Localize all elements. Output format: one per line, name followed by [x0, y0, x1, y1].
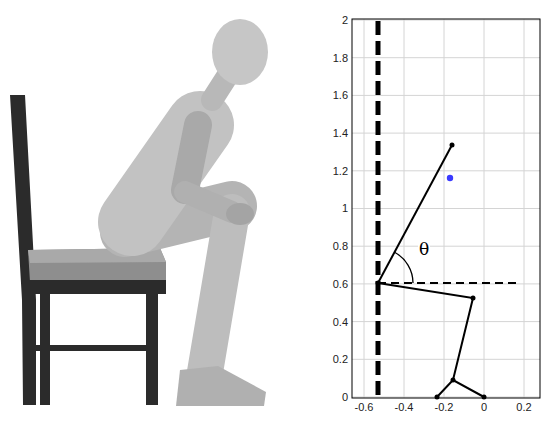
y-tick-label: 1 — [342, 202, 348, 214]
mannequin-foot — [176, 366, 266, 406]
x-tick-label: 0.2 — [516, 401, 531, 413]
y-tick-label: 0.4 — [333, 316, 348, 328]
stick-segment — [378, 145, 452, 283]
y-tick-label: 0.2 — [333, 353, 348, 365]
mannequin-hand — [226, 203, 254, 225]
y-tick-label: 1.2 — [333, 165, 348, 177]
grid-line — [352, 95, 540, 96]
grid-line — [444, 19, 445, 398]
x-tick-label: -0.4 — [395, 401, 414, 413]
y-tick-label: 2 — [342, 14, 348, 26]
y-tick-label: 1.6 — [333, 89, 348, 101]
angle-label: θ — [418, 240, 430, 259]
mannequin-head — [212, 19, 268, 85]
plot-frame — [352, 19, 540, 398]
x-tick-label: -0.6 — [355, 401, 374, 413]
joint-dot — [471, 296, 476, 301]
grid — [352, 19, 540, 398]
x-tick-label: -0.2 — [435, 401, 454, 413]
joint-dot — [435, 395, 440, 400]
x-tick-label: 0 — [481, 401, 487, 413]
grid-line — [364, 19, 365, 398]
grid-line — [524, 19, 525, 398]
grid-line — [352, 397, 540, 398]
center-of-mass-dot — [447, 175, 453, 181]
grid-line — [352, 20, 540, 21]
angle-arc — [395, 252, 414, 283]
vertical-dashed-line — [376, 21, 381, 397]
grid-line — [352, 57, 540, 58]
grid-line — [352, 359, 540, 360]
chair-frame — [28, 280, 166, 294]
stick-segment — [437, 380, 484, 397]
mannequin-shin — [205, 212, 232, 372]
joint-dot — [450, 143, 455, 148]
joint-dot — [376, 281, 381, 286]
mannequin-upper-arm — [185, 125, 198, 190]
stick-segment — [378, 283, 473, 380]
joint-dot — [451, 378, 456, 383]
grid-line — [404, 19, 405, 398]
mannequin-torso — [132, 125, 200, 222]
y-tick-label: 1.4 — [333, 127, 348, 139]
y-tick-label: 1.8 — [333, 52, 348, 64]
y-tick-label: 0.8 — [333, 240, 348, 252]
y-tick-label: 0.6 — [333, 278, 348, 290]
grid-line — [484, 19, 485, 398]
chair-rung — [36, 345, 151, 351]
y-tick-label: 0 — [342, 391, 348, 403]
mannequin-forearm — [185, 192, 232, 212]
joint-dot — [482, 395, 487, 400]
horizontal-dashed-line — [378, 282, 518, 284]
